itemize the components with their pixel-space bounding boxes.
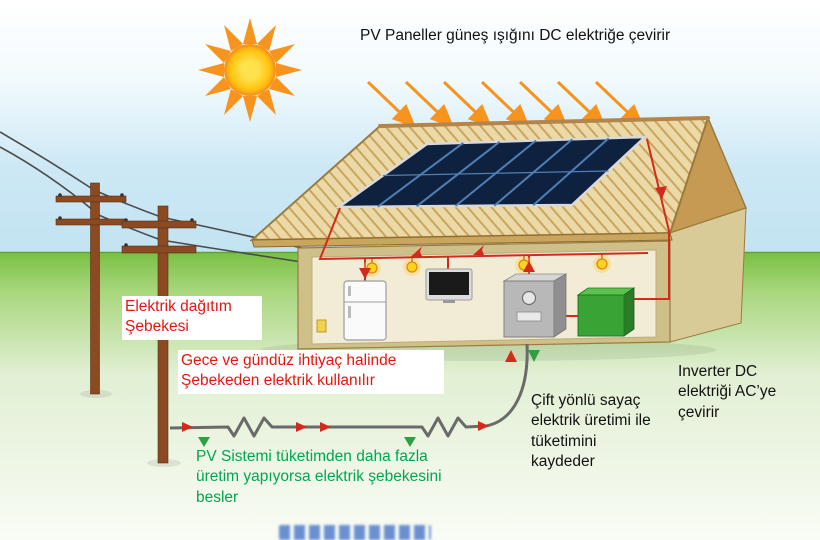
house bbox=[249, 115, 748, 361]
pv-panels-label: PV Paneller güneş ışığını DC elektriğe ç… bbox=[360, 27, 671, 44]
crossarm bbox=[121, 245, 197, 254]
panel-feed-wire bbox=[634, 138, 670, 300]
meter-dial bbox=[521, 290, 537, 306]
flow-arrow-up bbox=[523, 261, 535, 272]
sunlight-arrows bbox=[366, 80, 645, 129]
grid-usage-label: Gece ve gündüz ihtiyaç halinde Şebekeden… bbox=[178, 350, 444, 394]
flow-arrow-right bbox=[478, 421, 489, 431]
house-interior bbox=[311, 249, 657, 345]
flow-arrow-right bbox=[296, 422, 307, 432]
flow-arrow-roof bbox=[655, 186, 667, 199]
tv-stand bbox=[443, 300, 455, 303]
refrigerator bbox=[343, 280, 387, 341]
tv bbox=[425, 268, 473, 303]
sun-core bbox=[224, 44, 276, 96]
inverter-box bbox=[576, 287, 636, 337]
distribution-grid-label: Elektrik dağıtım Şebekesi bbox=[122, 296, 262, 340]
flow-arrow-right bbox=[182, 422, 193, 432]
flow-arrow-left bbox=[473, 245, 484, 255]
meter-display bbox=[516, 311, 542, 322]
ceiling-wire bbox=[318, 207, 649, 261]
roof-ridge bbox=[378, 116, 710, 128]
interior-flow-arrows bbox=[359, 186, 667, 279]
solar-panel-array bbox=[335, 135, 649, 209]
crossarm bbox=[121, 220, 197, 229]
tv-screen bbox=[429, 272, 469, 295]
sun-icon bbox=[198, 18, 302, 122]
panel-divider bbox=[382, 170, 609, 177]
flow-arrow-right bbox=[320, 422, 331, 432]
flow-arrow-down bbox=[359, 268, 371, 279]
meter-arrow-down bbox=[528, 350, 540, 362]
feed-in-label: PV Sistemi tüketimden daha fazla üretim … bbox=[196, 448, 442, 506]
inverter-label: Inverter DC elektriği AC’ye çevirir bbox=[678, 363, 777, 421]
meter-arrow-up bbox=[505, 350, 517, 362]
fridge-handle bbox=[348, 286, 351, 296]
flow-arrow-left bbox=[411, 246, 422, 257]
roof-eave bbox=[251, 232, 673, 248]
grid-flow-arrows bbox=[182, 350, 540, 447]
cropped-text-artifact bbox=[279, 525, 431, 540]
light-bulb bbox=[596, 258, 608, 270]
feed-arrow-down bbox=[198, 437, 210, 447]
fridge-handle bbox=[348, 306, 351, 318]
utility-pole-left bbox=[55, 182, 127, 398]
crossarm bbox=[55, 218, 127, 226]
crossarm bbox=[55, 195, 127, 203]
bidirectional-meter-label: Çift yönlü sayaç elektrik üretimi ile tü… bbox=[531, 392, 651, 471]
light-bulb bbox=[406, 261, 418, 273]
wall-socket bbox=[316, 319, 327, 333]
feed-arrow-down bbox=[404, 437, 416, 447]
meter-box bbox=[502, 273, 568, 338]
